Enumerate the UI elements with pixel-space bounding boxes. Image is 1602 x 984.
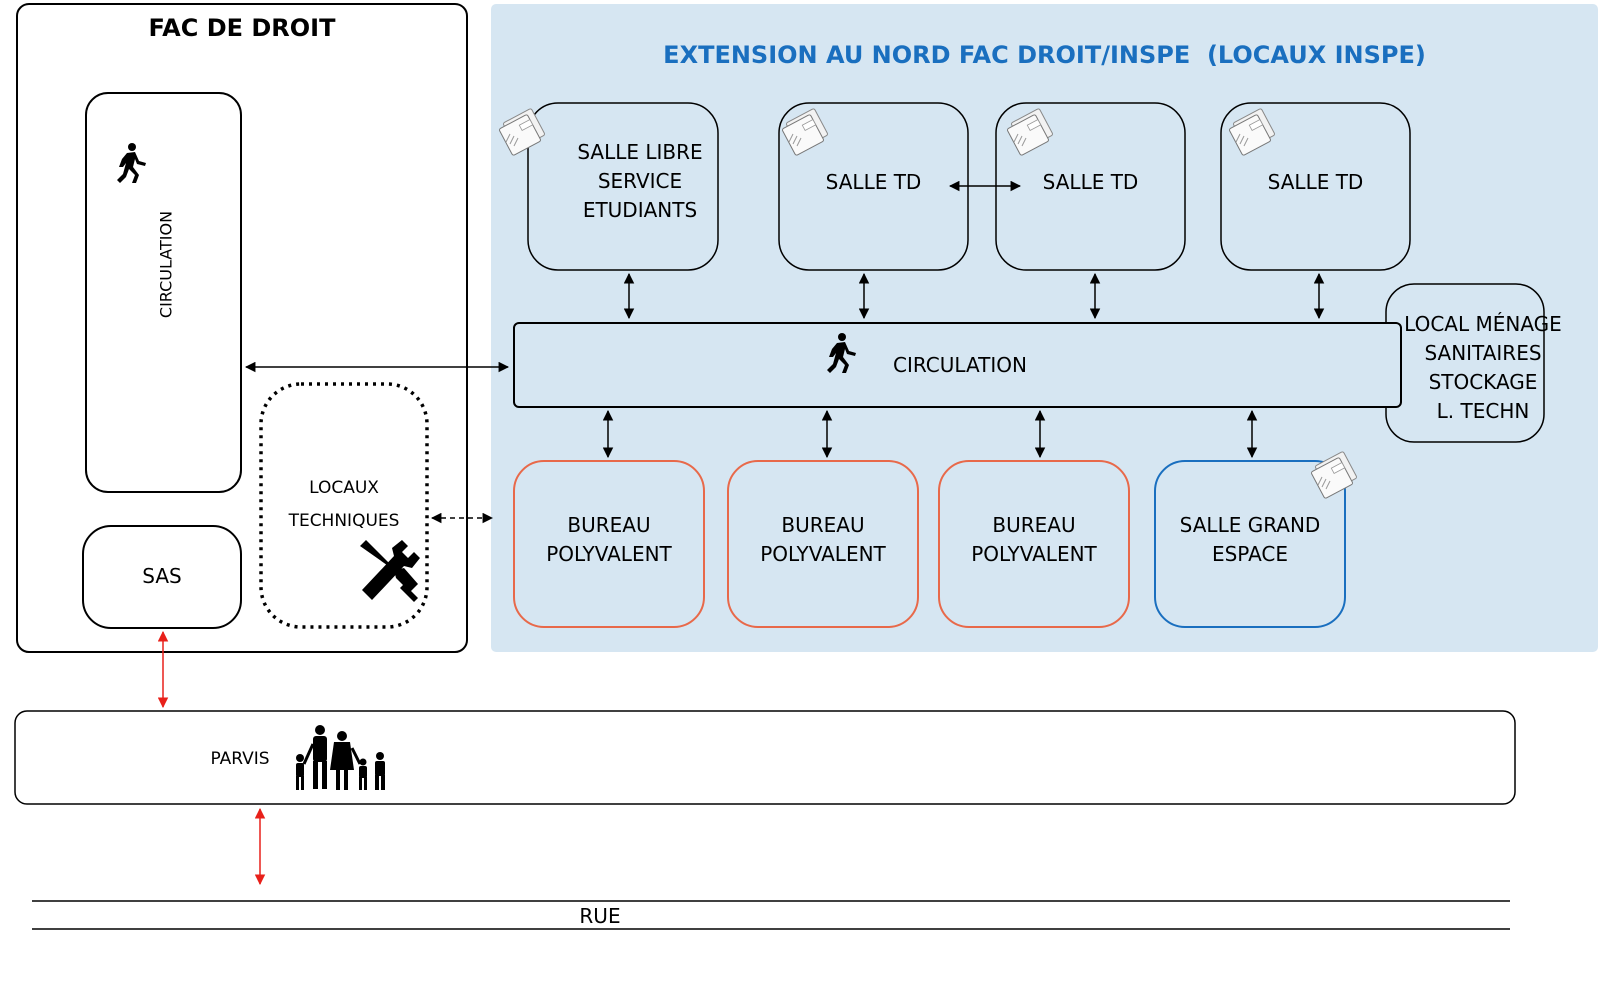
red-arrows bbox=[157, 630, 266, 886]
room-label-line: SALLE TD bbox=[825, 170, 922, 194]
sas-box bbox=[82, 525, 242, 629]
family-icon bbox=[296, 725, 385, 790]
room-bureau-1-label: BUREAU POLYVALENT bbox=[514, 511, 704, 569]
room-salle-grand-espace bbox=[1154, 460, 1346, 628]
room-label-line: POLYVALENT bbox=[760, 542, 886, 566]
room-bureau-2 bbox=[727, 460, 919, 628]
extension-circulation-box bbox=[513, 322, 1402, 408]
sas-label: SAS bbox=[142, 564, 182, 588]
room-salle-td-3-label: SALLE TD bbox=[1221, 168, 1410, 197]
connector-arrows bbox=[244, 180, 1325, 524]
locaux-techniques-line-1: LOCAUX bbox=[309, 478, 379, 498]
room-bureau-1 bbox=[513, 460, 705, 628]
room-label-line: SALLE GRAND bbox=[1179, 513, 1321, 537]
fac-circulation-box bbox=[85, 92, 242, 493]
extension-circulation-label: CIRCULATION bbox=[893, 353, 1027, 377]
room-label-line: SALLE TD bbox=[1267, 170, 1364, 194]
room-bureau-3-label: BUREAU POLYVALENT bbox=[939, 511, 1129, 569]
fac-droit-title: FAC DE DROIT bbox=[148, 14, 336, 42]
tools-icon bbox=[360, 540, 420, 602]
local-menage-label: LOCAL MÉNAGE SANITAIRES STOCKAGE L. TECH… bbox=[1393, 310, 1573, 426]
room-salle-libre bbox=[527, 102, 719, 271]
local-menage-line: LOCAL MÉNAGE bbox=[1404, 312, 1562, 336]
room-label-line: ETUDIANTS bbox=[582, 198, 698, 222]
parvis-box bbox=[14, 710, 1516, 805]
room-label-line: ESPACE bbox=[1211, 542, 1289, 566]
local-menage-line: SANITAIRES bbox=[1424, 341, 1542, 365]
room-label-line: POLYVALENT bbox=[971, 542, 1097, 566]
room-bureau-2-label: BUREAU POLYVALENT bbox=[728, 511, 918, 569]
room-label-line: BUREAU bbox=[567, 513, 651, 537]
room-label-line: SALLE LIBRE bbox=[577, 140, 703, 164]
room-label-line: POLYVALENT bbox=[546, 542, 672, 566]
parvis-label: PARVIS bbox=[210, 749, 270, 769]
room-salle-grand-espace-label: SALLE GRAND ESPACE bbox=[1155, 511, 1345, 569]
local-menage-line: L. TECHN bbox=[1436, 399, 1530, 423]
room-label-line: SALLE TD bbox=[1042, 170, 1139, 194]
locaux-techniques-label: LOCAUX TECHNIQUES bbox=[271, 472, 417, 538]
room-salle-td-3 bbox=[1220, 102, 1411, 271]
room-salle-libre-label: SALLE LIBRE SERVICE ETUDIANTS bbox=[550, 138, 730, 225]
room-salle-td-2-label: SALLE TD bbox=[996, 168, 1185, 197]
local-menage-line: STOCKAGE bbox=[1428, 370, 1538, 394]
room-label-line: BUREAU bbox=[992, 513, 1076, 537]
locaux-techniques-line-2: TECHNIQUES bbox=[288, 511, 400, 531]
room-bureau-3 bbox=[938, 460, 1130, 628]
room-label-line: BUREAU bbox=[781, 513, 865, 537]
room-salle-td-1-label: SALLE TD bbox=[779, 168, 968, 197]
room-label-line: SERVICE bbox=[597, 169, 683, 193]
rue-label: RUE bbox=[579, 904, 621, 928]
extension-title: EXTENSION AU NORD FAC DROIT/INSPE (LOCAU… bbox=[663, 41, 1426, 69]
fac-circulation-label: CIRCULATION bbox=[156, 210, 176, 319]
